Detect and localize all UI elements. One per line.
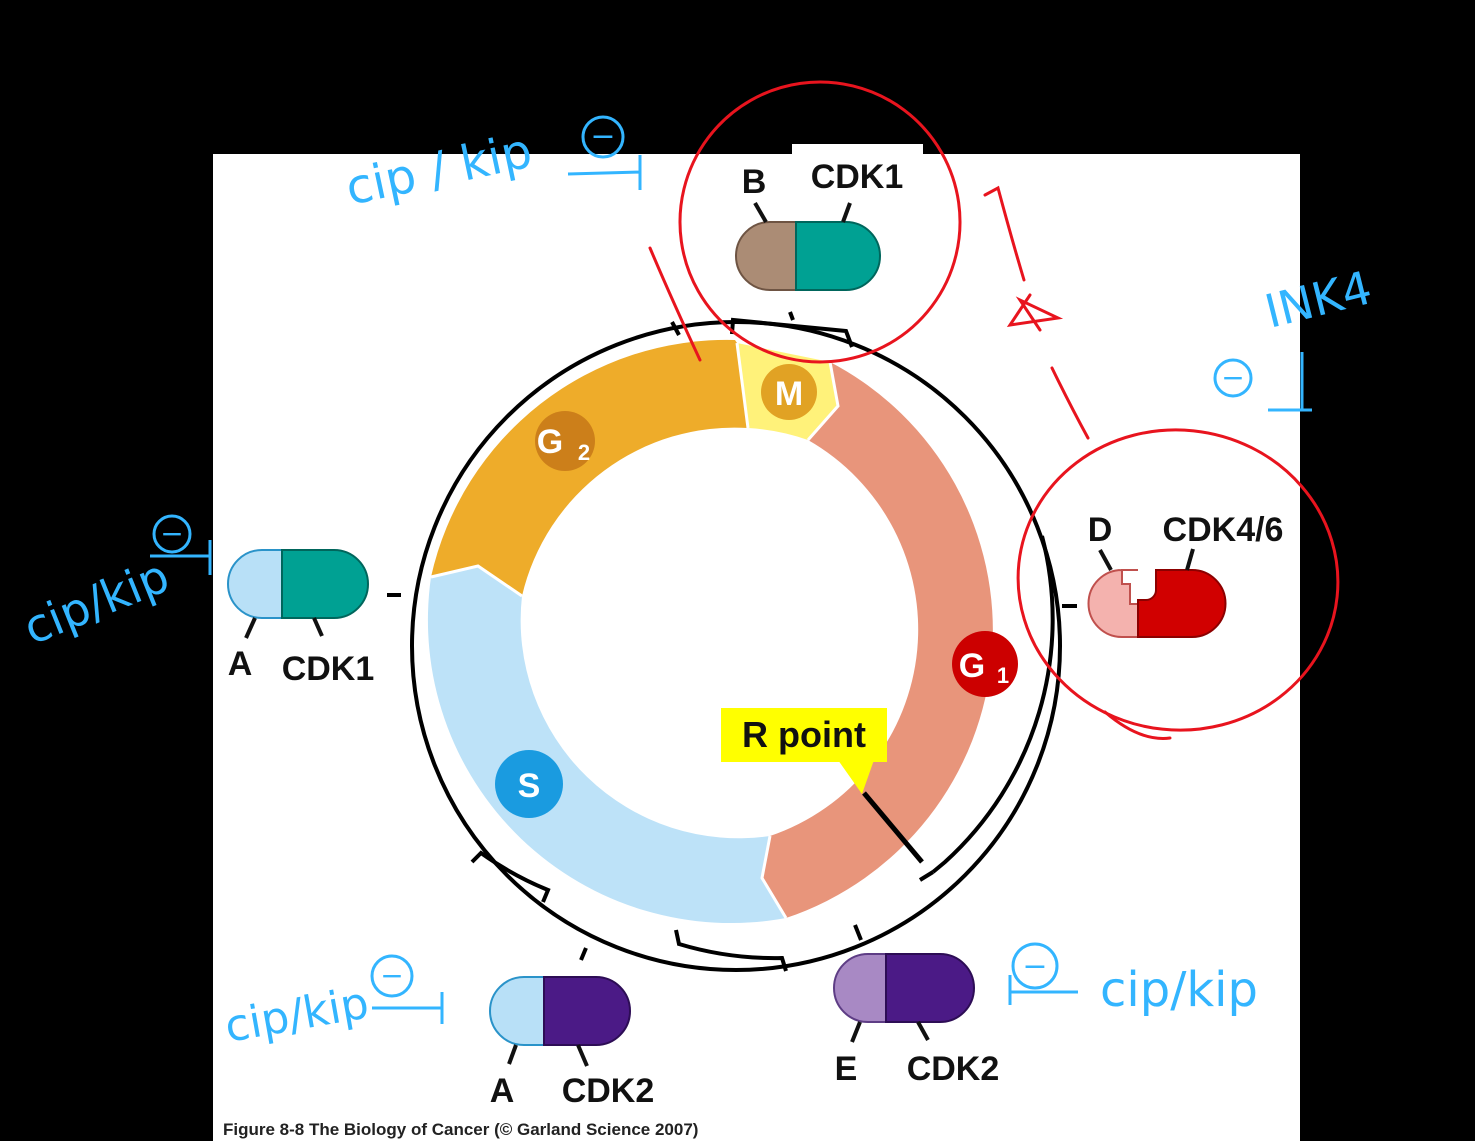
cdk2-shape <box>543 976 631 1046</box>
minus-sign-left: − <box>160 517 183 550</box>
minus-sign-bottom-right: − <box>1022 949 1047 984</box>
r-point-box <box>721 708 887 762</box>
red-circle-d-cdk46 <box>1016 428 1340 732</box>
figure-panel <box>213 154 1300 1141</box>
complex-cyclin-b-cdk1: B CDK1 <box>735 158 904 291</box>
minus-circle-top <box>581 115 625 159</box>
minus-sign-bottom-left: − <box>380 959 403 992</box>
complex-cyclin-e-cdk2: E CDK2 <box>833 953 1000 1088</box>
cyclin-e-label: E <box>835 1050 858 1088</box>
cdk1-shape <box>281 549 369 619</box>
r-point-arrow <box>838 760 874 794</box>
bracket-e-tick <box>853 924 863 941</box>
minus-sign-ink4: − <box>1221 361 1244 394</box>
red-arrow-top <box>983 185 1026 282</box>
minus-circle-bottom-right <box>1011 942 1059 990</box>
red-annotations <box>648 80 1340 740</box>
cipkip-bottom-right-annotation: cip/kip <box>1100 962 1258 1018</box>
r-point-marker: R point <box>721 708 887 794</box>
bracket-tick <box>670 321 681 336</box>
cdk1-shape <box>795 221 881 291</box>
bracket-g1 <box>931 535 1055 874</box>
r-point-line <box>862 791 924 864</box>
g1-badge: G 1 <box>952 631 1018 697</box>
s-phase-arc <box>427 566 786 924</box>
figure-caption: Figure 8-8 The Biology of Cancer (© Garl… <box>223 1120 698 1139</box>
cdk2-bottom-left-label: CDK2 <box>562 1072 655 1110</box>
cdk1-left-label: CDK1 <box>282 650 375 688</box>
cdk46-label: CDK4/6 <box>1163 511 1284 549</box>
separator-m-g1 <box>806 361 840 441</box>
separator-g2-m <box>735 342 750 429</box>
red-circle-b-cdk1 <box>678 80 962 364</box>
g1-label: G <box>959 647 985 685</box>
cyclin-a-shape <box>227 549 283 619</box>
cdk1-top-label: CDK1 <box>811 158 904 196</box>
g2-badge: G 2 <box>535 411 595 471</box>
complex-cyclin-d-cdk46: D CDK4/6 <box>1087 511 1284 638</box>
red-stroke-left <box>648 246 702 362</box>
cyclin-b-label: B <box>742 163 767 201</box>
red-star-mark <box>1006 293 1064 332</box>
r-point-label: R point <box>742 714 866 755</box>
cyclin-a-label: A <box>228 645 253 683</box>
g2-label: G <box>537 423 563 461</box>
complex-cyclin-a-cdk1: A CDK1 <box>227 549 375 688</box>
inhibit-bar-bottom-left <box>372 992 444 1024</box>
cdk2-bottom-right-label: CDK2 <box>907 1050 1000 1088</box>
m-badge: M <box>761 364 817 420</box>
figure-panel-tab <box>792 144 923 158</box>
minus-circle-bottom-left <box>370 954 414 998</box>
red-arrow-bottom <box>1050 366 1090 440</box>
cdk2-shape <box>885 953 975 1023</box>
s-badge: S <box>495 750 563 818</box>
cdk46-shape <box>1137 569 1227 638</box>
bracket-s <box>470 850 551 903</box>
bracket-s-late <box>674 929 788 972</box>
minus-sign-top: − <box>590 119 615 154</box>
inhibit-bar-ink4 <box>1268 352 1312 412</box>
m-label: M <box>775 375 803 413</box>
minus-circle-left <box>152 514 192 554</box>
cyclin-a-shape <box>489 976 545 1046</box>
separator-g2-s <box>430 564 523 598</box>
inhibit-bar-left <box>150 540 212 575</box>
g1-phase-arc <box>762 362 993 918</box>
minus-circle-ink4 <box>1213 358 1253 398</box>
inhibit-bar-bottom-right <box>1008 975 1078 1005</box>
cipkip-left-annotation: cip/kip <box>16 548 177 655</box>
bracket-b-tick <box>788 311 795 321</box>
cyclin-b-shape <box>735 221 797 291</box>
g2-phase-arc <box>431 339 748 596</box>
s-label: S <box>518 767 541 805</box>
cyclin-a-bottom-label: A <box>490 1072 515 1110</box>
bracket-m <box>730 317 854 348</box>
g1-subscript: 1 <box>997 663 1009 688</box>
separator-s-g1 <box>760 835 788 919</box>
cyclin-d-label: D <box>1088 511 1113 549</box>
bracket-tick <box>918 870 935 882</box>
activity-brackets <box>387 311 1077 972</box>
complex-cyclin-a-cdk2: A CDK2 <box>489 976 655 1110</box>
cyclin-e-shape <box>833 953 887 1023</box>
g2-subscript: 2 <box>578 440 590 465</box>
red-circle-tail <box>1103 710 1172 740</box>
inhibit-bar-top <box>567 155 642 190</box>
bracket-a-cdk2-tick <box>579 947 588 961</box>
